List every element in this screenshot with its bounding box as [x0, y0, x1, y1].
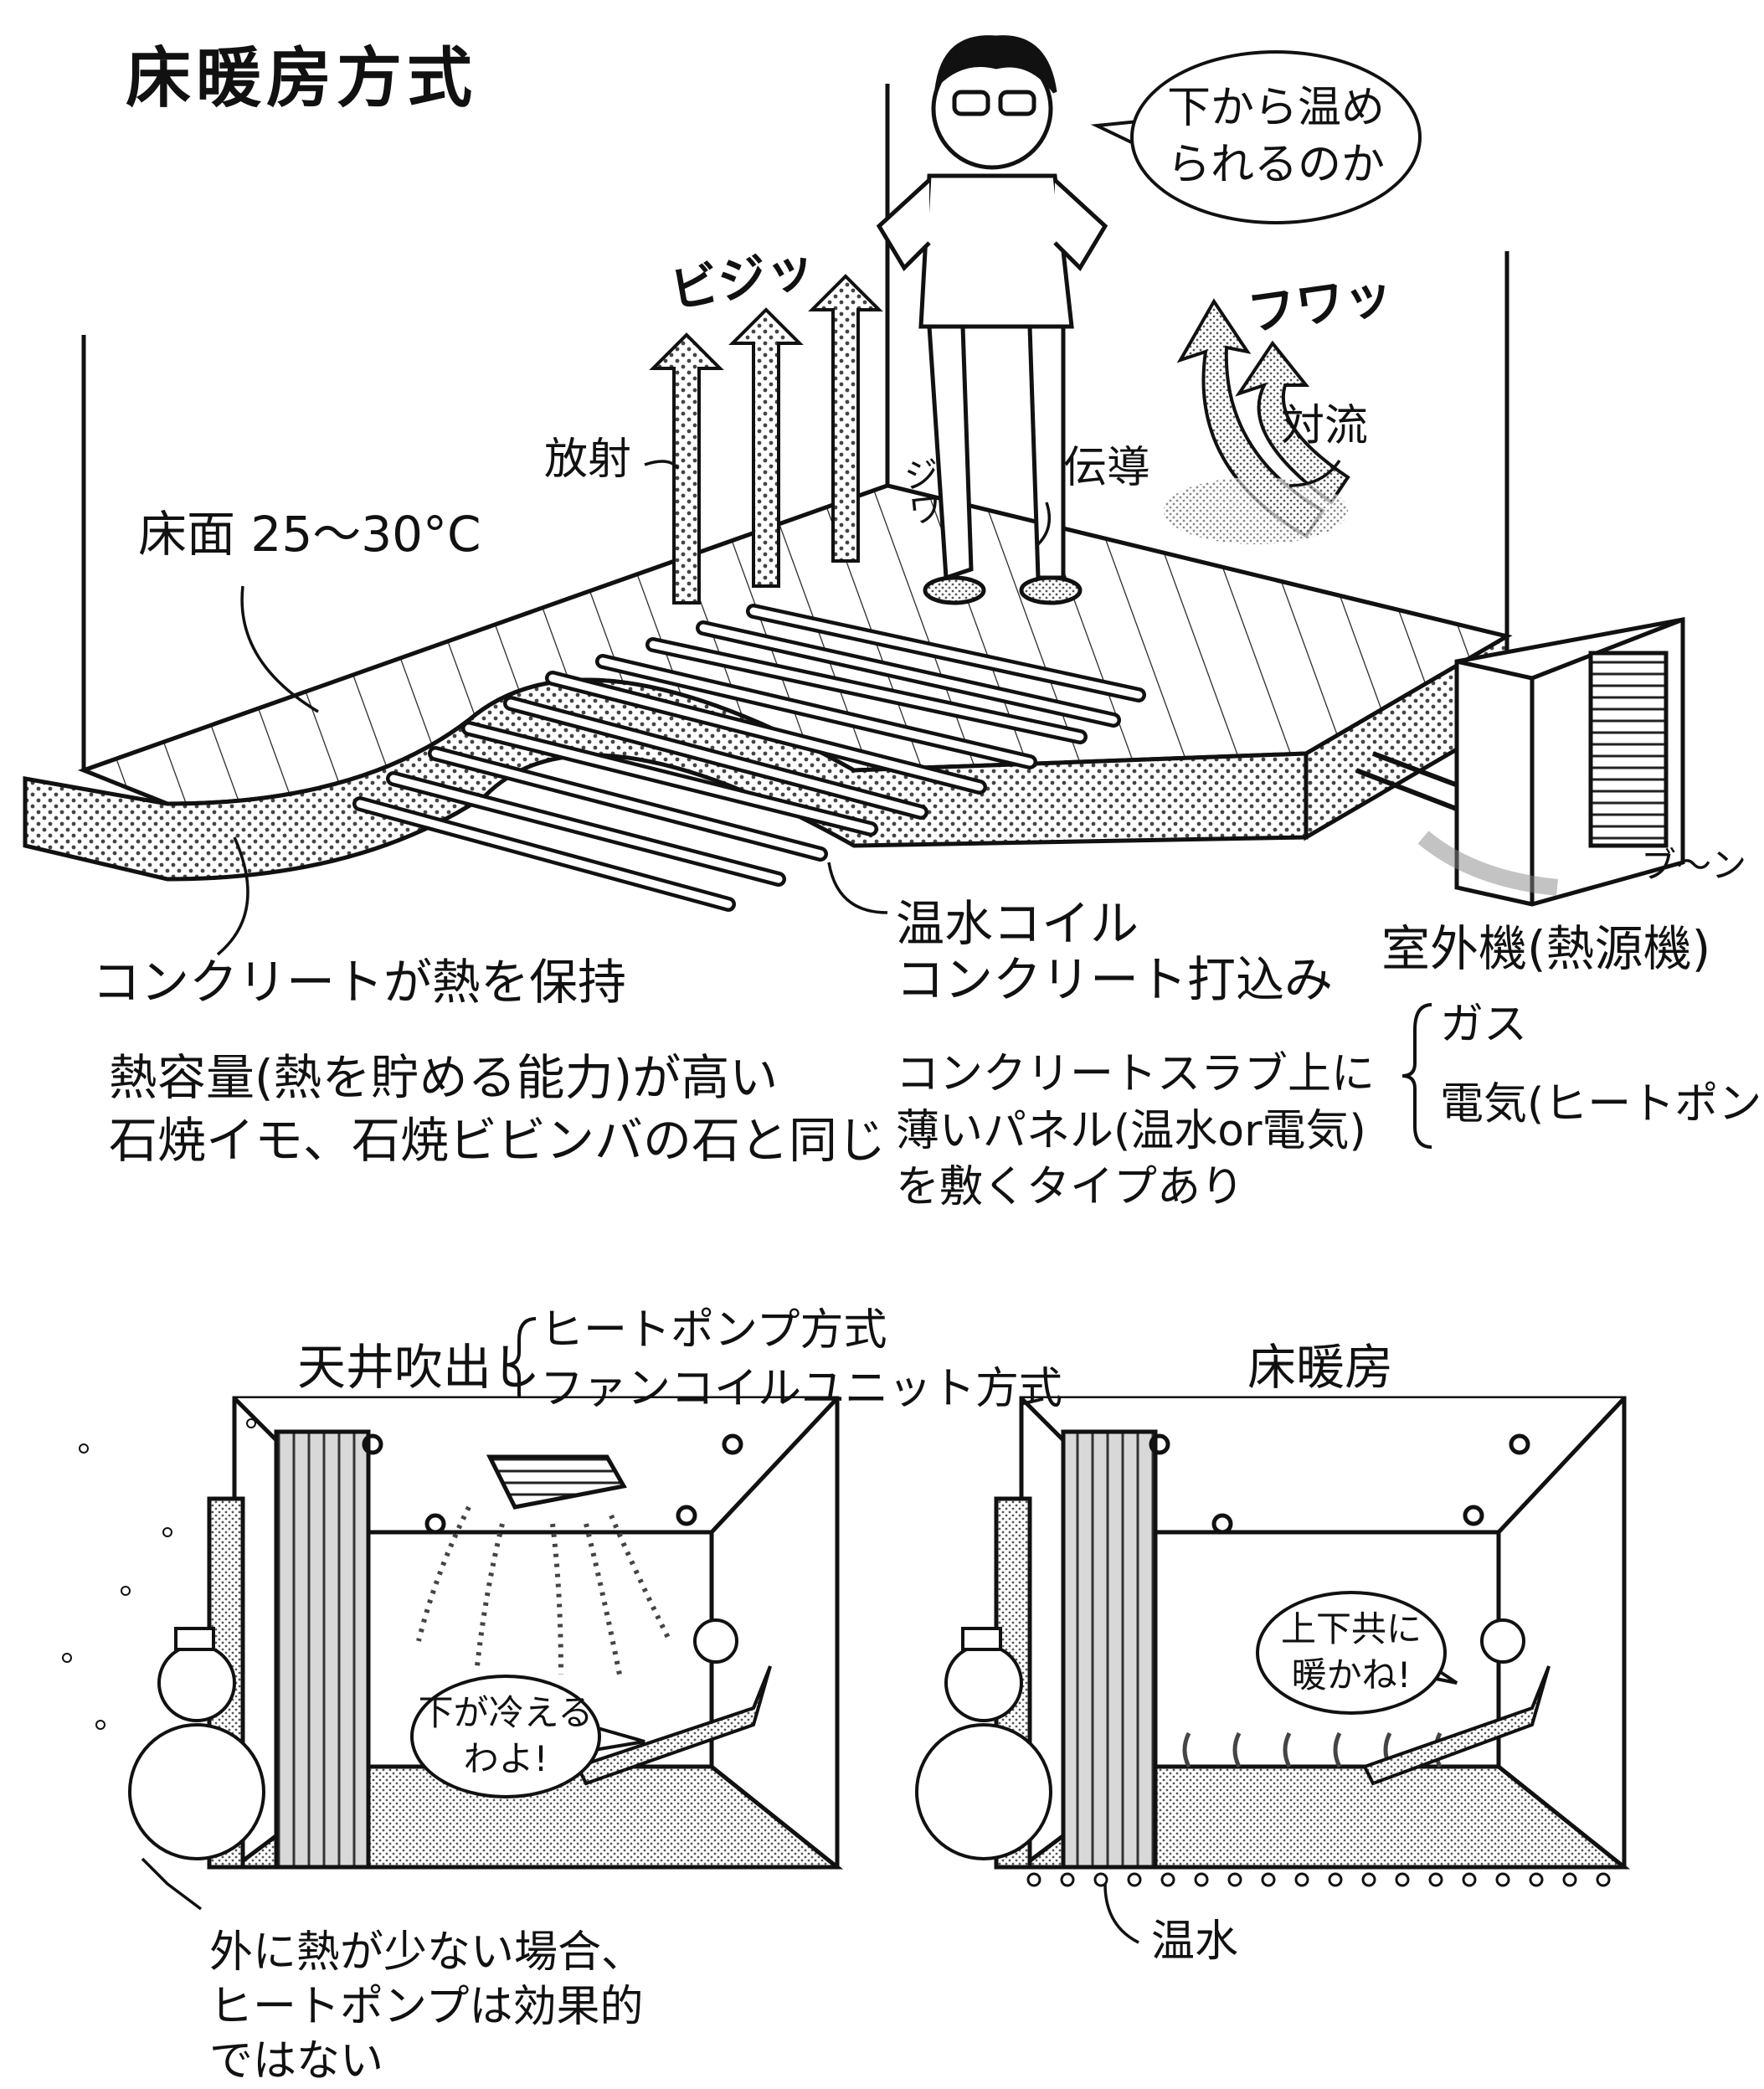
- right-room-heading: 床暖房: [1247, 1339, 1394, 1396]
- hot-water-pipes-row: [1026, 1872, 1611, 1887]
- ceiling-airflow: [416, 1505, 672, 1675]
- snowflakes-left: [62, 1418, 256, 1730]
- leader-lines: [216, 124, 1341, 956]
- snowman-left: [128, 1627, 265, 1860]
- left-method-heatpump: ヒートポンプ方式: [540, 1305, 887, 1356]
- heat-capacity-note: 熱容量(熱を貯める能力)が高い 石焼イモ、石焼ビビンバの石と同じ: [109, 1049, 887, 1170]
- radiation-arrows: [649, 274, 883, 605]
- page-title: 床暖房方式: [126, 41, 478, 116]
- man-figure: [876, 35, 1108, 605]
- hot-water-label: 温水: [1151, 1917, 1239, 1967]
- outdoor-brace: [1401, 1003, 1432, 1149]
- left-method-fancoil: ファンコイルユニット方式: [540, 1364, 1063, 1414]
- outdoor-option-gas: ガス: [1440, 1000, 1528, 1050]
- heatpump-limitation-note: 外に熱が少ない場合、 ヒートポンプは効果的 ではない: [209, 1927, 645, 2086]
- outdoor-unit: [1454, 616, 1685, 907]
- left-note-leader: [141, 1857, 203, 1911]
- coil-label: 温水コイル コンクリート打込み: [896, 895, 1334, 1008]
- water-leader: [1103, 1883, 1139, 1944]
- label-radiation: 放射: [544, 435, 632, 485]
- label-conduction: 伝導: [1063, 443, 1151, 493]
- left-room-heading: 天井吹出し: [297, 1339, 541, 1396]
- label-convection: 対流: [1281, 401, 1369, 451]
- sfx-buun: ブ〜ン: [1641, 845, 1747, 886]
- speech-bubble-top: 下から温め られるのか: [1130, 50, 1422, 224]
- outdoor-unit-title: 室外機(熱源機): [1381, 920, 1711, 977]
- sfx-jiwa: ジワ: [897, 454, 945, 529]
- bubble-tail-top: [1090, 120, 1141, 148]
- concrete-slab: [23, 677, 1309, 882]
- right-sitter: [1362, 1618, 1551, 1786]
- concrete-heat-label: コンクリートが熱を保持: [92, 954, 627, 1011]
- speech-bubble-right: 上下共に 暖かね!: [1256, 1591, 1447, 1715]
- speech-bubble-left: 下が冷える わよ!: [410, 1675, 601, 1798]
- slab-panel-note: コンクリートスラブ上に 薄いパネル(温水or電気) を敷くタイプあり: [896, 1049, 1376, 1213]
- left-room: [207, 1396, 844, 1870]
- floor-temp-label: 床面 25〜30°C: [138, 506, 481, 563]
- outdoor-option-electric: 電気(ヒートポンプ): [1440, 1079, 1764, 1129]
- snowman-right: [915, 1627, 1052, 1860]
